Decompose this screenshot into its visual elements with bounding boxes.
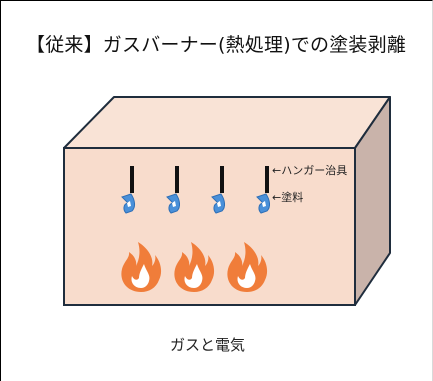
flame-icon bbox=[174, 242, 215, 292]
paint-coated-part-icon bbox=[166, 193, 180, 214]
energy-source-caption: ガスと電気 bbox=[170, 336, 246, 354]
paint-coated-part-icon bbox=[256, 193, 270, 214]
flame-icon bbox=[121, 242, 162, 292]
diagram-title: 【従来】ガスバーナー(熱処理)での塗装剥離 bbox=[26, 34, 407, 56]
flame-icon bbox=[227, 242, 268, 292]
paint-coated-part-icon bbox=[211, 193, 225, 214]
paint-label: ←塗料 bbox=[272, 190, 303, 204]
hanger-jig-label: ←ハンガー治具 bbox=[272, 163, 347, 177]
furnace-top-face bbox=[63, 96, 391, 149]
paint-coated-part-icon bbox=[121, 193, 135, 214]
